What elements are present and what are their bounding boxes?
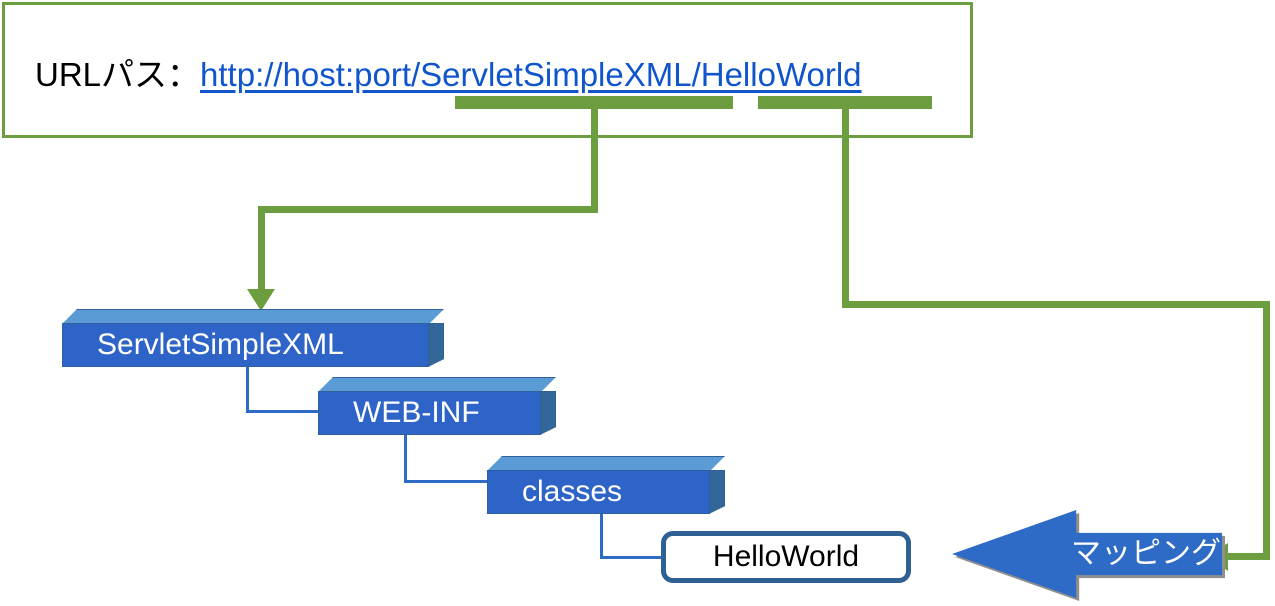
mapping-connector-segment-1	[842, 109, 849, 308]
folder-classes[interactable]: classes	[487, 456, 725, 514]
servlet-mapping-highlight	[758, 96, 932, 109]
folder-top-face	[318, 377, 556, 392]
mapping-arrow-label: マッピング	[1071, 537, 1221, 570]
context-connector-segment-2	[258, 206, 598, 213]
folder-web-inf[interactable]: WEB-INF	[318, 377, 556, 435]
folder-top-face	[487, 456, 725, 471]
folder-label: classes	[522, 475, 623, 508]
tree-connector-2-horizontal	[404, 480, 488, 483]
folder-front-face: WEB-INF	[318, 391, 541, 435]
class-node-helloworld[interactable]: HelloWorld	[661, 531, 911, 583]
tree-connector-3-horizontal	[600, 556, 664, 559]
tree-connector-3-vertical	[600, 513, 603, 559]
url-panel: URLパス：http://host:port/ServletSimpleXML/…	[2, 2, 973, 138]
folder-side-face	[428, 323, 444, 367]
mapping-arrow: マッピング	[952, 510, 1225, 601]
tree-connector-2-vertical	[404, 433, 407, 483]
folder-side-face	[540, 391, 556, 435]
url-colon: ：	[167, 56, 201, 93]
context-connector-segment-3	[258, 206, 265, 291]
mapping-connector-segment-4	[1225, 553, 1270, 560]
context-path-highlight	[455, 96, 733, 109]
url-link[interactable]: http://host:port/ServletSimpleXML/HelloW…	[200, 56, 862, 93]
mapping-connector-segment-2	[842, 301, 1270, 308]
folder-label: ServletSimpleXML	[97, 328, 344, 361]
folder-front-face: classes	[487, 470, 710, 514]
folder-front-face: ServletSimpleXML	[62, 323, 429, 367]
folder-top-face	[62, 309, 444, 324]
mapping-connector-segment-3	[1263, 301, 1270, 557]
url-line: URLパス：http://host:port/ServletSimpleXML/…	[35, 53, 862, 97]
context-connector-arrowhead-icon	[247, 289, 275, 311]
class-node-label: HelloWorld	[712, 540, 860, 573]
tree-connector-1-vertical	[246, 366, 249, 413]
context-connector-segment-1	[591, 109, 598, 213]
folder-label: WEB-INF	[353, 396, 480, 429]
tree-connector-1-horizontal	[246, 410, 320, 413]
url-label: URLパス	[35, 56, 168, 93]
folder-side-face	[709, 470, 725, 514]
folder-servletsimplexml[interactable]: ServletSimpleXML	[62, 309, 444, 367]
